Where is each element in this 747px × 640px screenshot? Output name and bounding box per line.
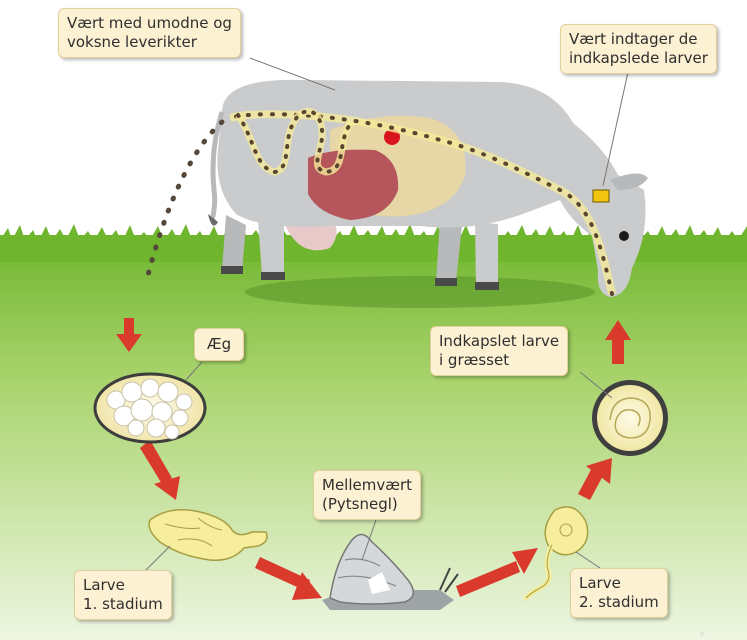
label-host-ingest-line1: Vært indtager de	[569, 30, 708, 49]
label-intermediate-line2: (Pytsnegl)	[322, 495, 412, 514]
cow-shadow	[245, 276, 595, 308]
label-egg-line1: Æg	[207, 335, 231, 354]
label-larva2-line1: Larve	[579, 574, 659, 593]
label-intermediate-host: Mellemvært (Pytsnegl)	[313, 470, 421, 520]
label-host-ingest-line2: indkapslede larver	[569, 49, 708, 68]
label-intermediate-line1: Mellemvært	[322, 476, 412, 495]
egg-illustration	[95, 374, 205, 442]
label-encysted-larva: Indkapslet larve i græsset	[430, 326, 568, 376]
label-host-adult-line1: Vært med umodne og	[67, 14, 232, 33]
label-host-ingests-larvae: Vært indtager de indkapslede larver	[560, 24, 717, 74]
watermark: ©	[700, 631, 705, 638]
label-host-adult-flukes: Vært med umodne og voksne leverikter	[58, 8, 241, 58]
label-larva-stage-2: Larve 2. stadium	[570, 568, 668, 618]
label-encysted-line1: Indkapslet larve	[439, 332, 559, 351]
label-encysted-line2: i græsset	[439, 351, 559, 370]
label-larva1-line1: Larve	[83, 576, 163, 595]
label-larva2-line2: 2. stadium	[579, 593, 659, 612]
label-host-adult-line2: voksne leverikter	[67, 33, 232, 52]
label-larva-stage-1: Larve 1. stadium	[74, 570, 172, 620]
label-egg: Æg	[194, 328, 244, 361]
label-larva1-line2: 1. stadium	[83, 595, 163, 614]
